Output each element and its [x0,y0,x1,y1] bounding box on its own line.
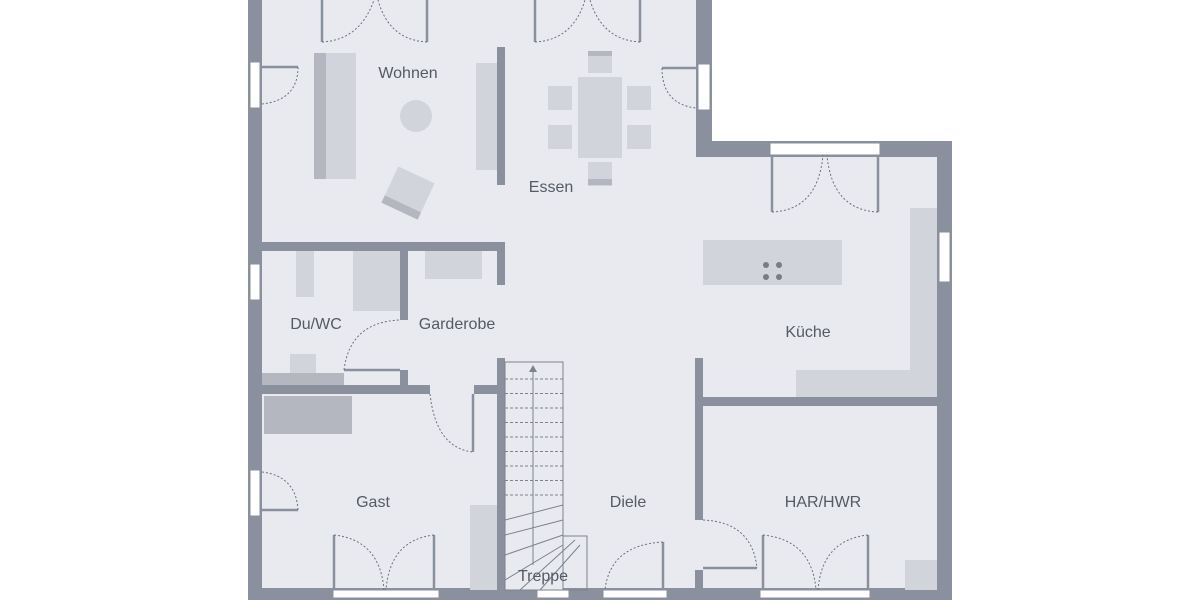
room-label-diele: Diele [610,494,647,511]
windows [249,61,951,599]
doors [261,0,880,591]
room-label-du-wc: Du/WC [290,316,342,333]
staircase [504,361,588,591]
room-label-essen: Essen [529,179,573,196]
room-label-garderobe: Garderobe [419,316,496,333]
room-labels: Wohnen Essen Du/WC Garderobe Küche Gast … [290,65,861,585]
furniture [262,51,937,590]
room-label-treppe: Treppe [518,568,568,585]
interior-walls [262,47,937,590]
room-label-gast: Gast [356,494,390,511]
room-label-wohnen: Wohnen [378,65,437,82]
room-label-har-hwr: HAR/HWR [785,494,861,511]
room-label-kueche: Küche [785,324,830,341]
